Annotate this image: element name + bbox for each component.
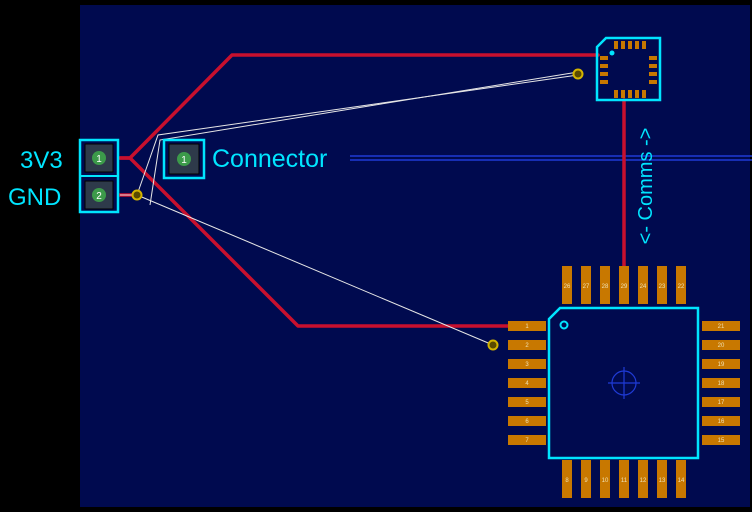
mcu-pin1-marker: [559, 320, 569, 330]
mcu-pin-top-5: 24: [640, 284, 647, 290]
mcu-pin-top-7: 22: [678, 284, 685, 290]
mcu-pin-top-3: 28: [602, 284, 609, 290]
mcu-pin-left-6: 6: [525, 419, 529, 425]
net-highlight-line: [350, 155, 752, 161]
power-header[interactable]: 1 2: [78, 138, 120, 214]
mcu-pin-top-4: 29: [621, 284, 628, 290]
mcu-ic[interactable]: 26 27 28 29 24 23 22 8 9 10 11 12 13 14 …: [508, 266, 740, 498]
mcu-pin-bottom-4: 11: [621, 478, 628, 484]
mcu-pin-left-4: 4: [525, 381, 529, 387]
trace-3v3-to-mcu[interactable]: [118, 156, 517, 328]
mcu-pad-numbers: 26 27 28 29 24 23 22 8 9 10 11 12 13 14 …: [525, 284, 725, 484]
connector-component[interactable]: 1: [162, 138, 206, 180]
mcu-pin-left-1: 1: [525, 324, 529, 330]
mcu-pads[interactable]: [508, 266, 740, 498]
header-pin-2-label: 2: [96, 191, 102, 202]
via-gnd[interactable]: [131, 189, 143, 201]
mcu-pin-right-3: 19: [718, 362, 725, 368]
mcu-pin-left-2: 2: [525, 343, 529, 349]
pcb-board: [80, 5, 750, 507]
sensor-pin1-marker: [609, 50, 615, 56]
mcu-pin-top-1: 26: [564, 284, 571, 290]
mcu-pin-bottom-5: 12: [640, 478, 647, 484]
mcu-center-mark: [608, 367, 640, 399]
sensor-outline: [595, 36, 662, 102]
connector-pin-label: 1: [181, 155, 187, 166]
sensor-ic[interactable]: [595, 36, 662, 102]
mcu-pin-right-6: 16: [718, 419, 725, 425]
mcu-pin-right-7: 15: [718, 438, 725, 444]
mcu-pin-right-1: 21: [718, 324, 725, 330]
mcu-pin-bottom-6: 13: [659, 478, 666, 484]
mcu-outline: [547, 306, 700, 460]
connector-outline: [162, 138, 206, 180]
via-sensor[interactable]: [572, 68, 584, 80]
mcu-pin-left-7: 7: [525, 438, 529, 444]
mcu-pin-bottom-2: 9: [584, 478, 588, 484]
mcu-pin-bottom-7: 14: [678, 478, 685, 484]
sensor-pads[interactable]: [600, 41, 657, 98]
connector-label: Connector: [212, 145, 327, 173]
mcu-pin-top-2: 27: [583, 284, 590, 290]
comms-label: <- Comms ->: [635, 128, 657, 245]
net-label-gnd: GND: [8, 184, 61, 211]
net-label-3v3: 3V3: [20, 147, 63, 174]
ratsnest-lines: [120, 71, 579, 346]
mcu-pin-bottom-3: 10: [602, 478, 609, 484]
mcu-pin-top-6: 23: [659, 284, 666, 290]
via-mcu[interactable]: [487, 339, 499, 351]
mcu-pin-left-3: 3: [525, 362, 529, 368]
mcu-pin-right-4: 18: [718, 381, 725, 387]
mcu-pin-bottom-1: 8: [565, 478, 569, 484]
mcu-pin-right-5: 17: [718, 400, 725, 406]
header-pin-1-label: 1: [96, 154, 102, 165]
copper-traces[interactable]: [118, 53, 626, 328]
mcu-pin-right-2: 20: [718, 343, 725, 349]
mcu-pin-left-5: 5: [525, 400, 529, 406]
